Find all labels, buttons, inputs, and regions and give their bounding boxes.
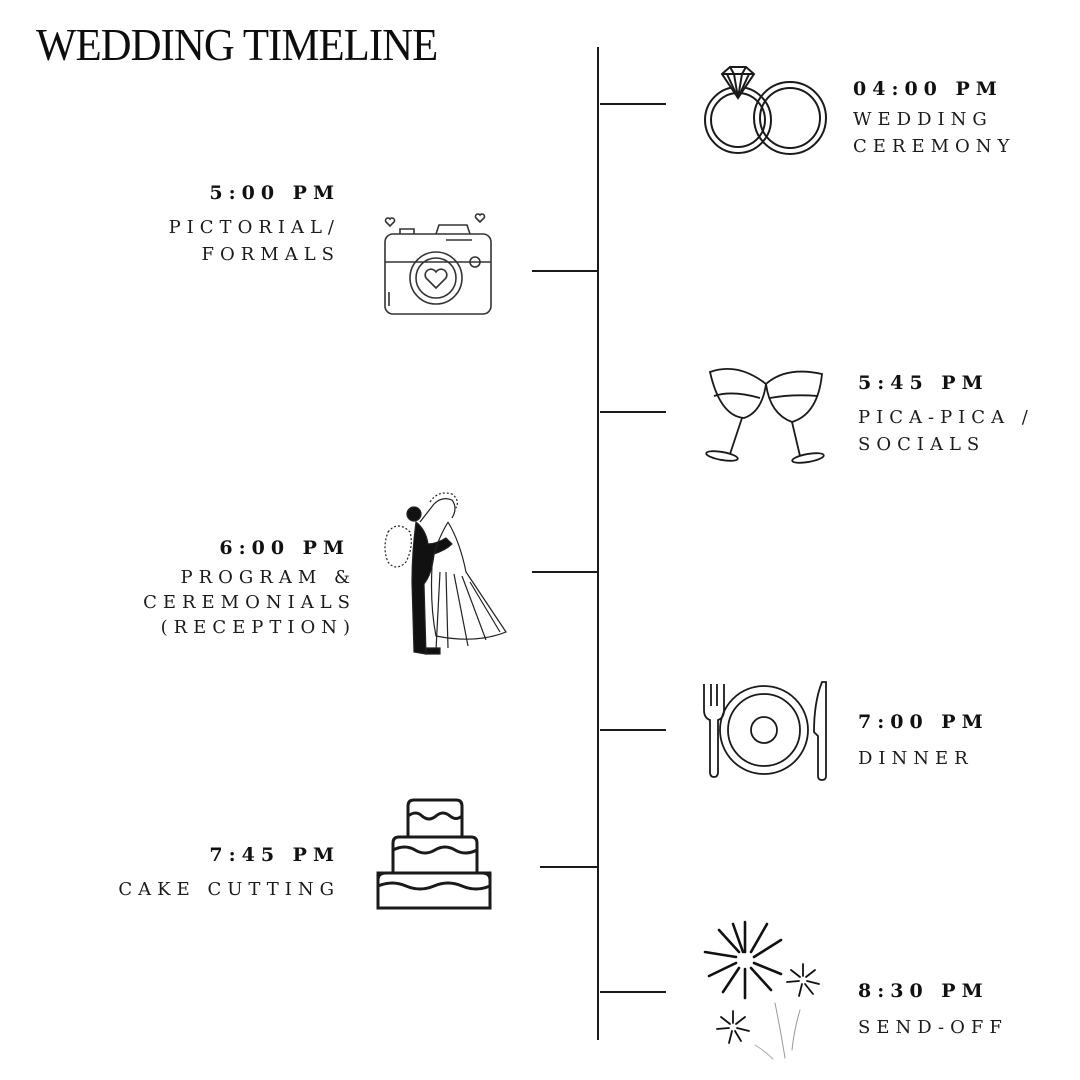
event-time: 7:45 PM <box>209 844 340 866</box>
timeline-event: 6:00 PM PROGRAM & CEREMONIALS (RECEPTION… <box>143 537 350 640</box>
event-label-line: (RECEPTION) <box>160 617 356 638</box>
event-label: DINNER <box>858 745 989 772</box>
event-time: 7:00 PM <box>858 711 989 733</box>
event-label-line: CEREMONY <box>853 136 1016 157</box>
event-label: PROGRAM & CEREMONIALS (RECEPTION) <box>143 565 356 640</box>
event-label-line: WEDDING <box>853 109 993 130</box>
event-time: 5:00 PM <box>209 182 340 204</box>
event-label-line: PICA-PICA / <box>858 407 1034 428</box>
timeline-event: 7:00 PM DINNER <box>858 711 989 772</box>
timeline-connector <box>600 729 666 731</box>
wedding-rings-icon <box>700 64 830 159</box>
camera-heart-icon <box>380 212 495 317</box>
event-label-line: PICTORIAL/ <box>168 217 340 238</box>
event-label: PICTORIAL/ FORMALS <box>169 214 340 268</box>
timeline-connector <box>600 991 666 993</box>
wine-glasses-toast-icon <box>700 362 830 464</box>
event-label: SEND-OFF <box>858 1014 1008 1041</box>
timeline-connector <box>540 866 598 868</box>
timeline-axis <box>597 47 599 1040</box>
timeline-event: 5:45 PM PICA-PICA / SOCIALS <box>858 372 1034 458</box>
timeline-event: 8:30 PM SEND-OFF <box>858 980 1008 1041</box>
event-label-line: SOCIALS <box>858 434 986 455</box>
event-time: 6:00 PM <box>219 537 350 559</box>
timeline-connector <box>600 411 666 413</box>
event-label: PICA-PICA / SOCIALS <box>858 404 1034 458</box>
fireworks-icon <box>700 915 830 1060</box>
event-label-line: FORMALS <box>201 244 340 265</box>
bride-groom-icon <box>380 492 520 657</box>
event-time: 04:00 PM <box>853 78 1003 100</box>
timeline-connector <box>532 270 598 272</box>
event-label-line: SEND-OFF <box>858 1017 1008 1038</box>
plate-fork-knife-icon <box>700 680 830 781</box>
event-label: CAKE CUTTING <box>118 876 340 903</box>
event-label-line: CEREMONIALS <box>143 592 356 613</box>
event-label-line: DINNER <box>858 748 974 769</box>
timeline-connector <box>600 103 666 105</box>
timeline-event: 04:00 PM WEDDING CEREMONY <box>853 78 1015 160</box>
event-time: 5:45 PM <box>858 372 989 394</box>
timeline-connector <box>532 571 598 573</box>
tiered-cake-icon <box>375 798 495 913</box>
timeline-event: 5:00 PM PICTORIAL/ FORMALS <box>169 182 334 268</box>
event-time: 8:30 PM <box>858 980 989 1002</box>
timeline-event: 7:45 PM CAKE CUTTING <box>118 844 334 903</box>
event-label-line: CAKE CUTTING <box>118 879 340 900</box>
page-title: WEDDING TIMELINE <box>36 19 438 70</box>
event-label-line: PROGRAM & <box>180 567 356 588</box>
event-label: WEDDING CEREMONY <box>853 106 1015 160</box>
